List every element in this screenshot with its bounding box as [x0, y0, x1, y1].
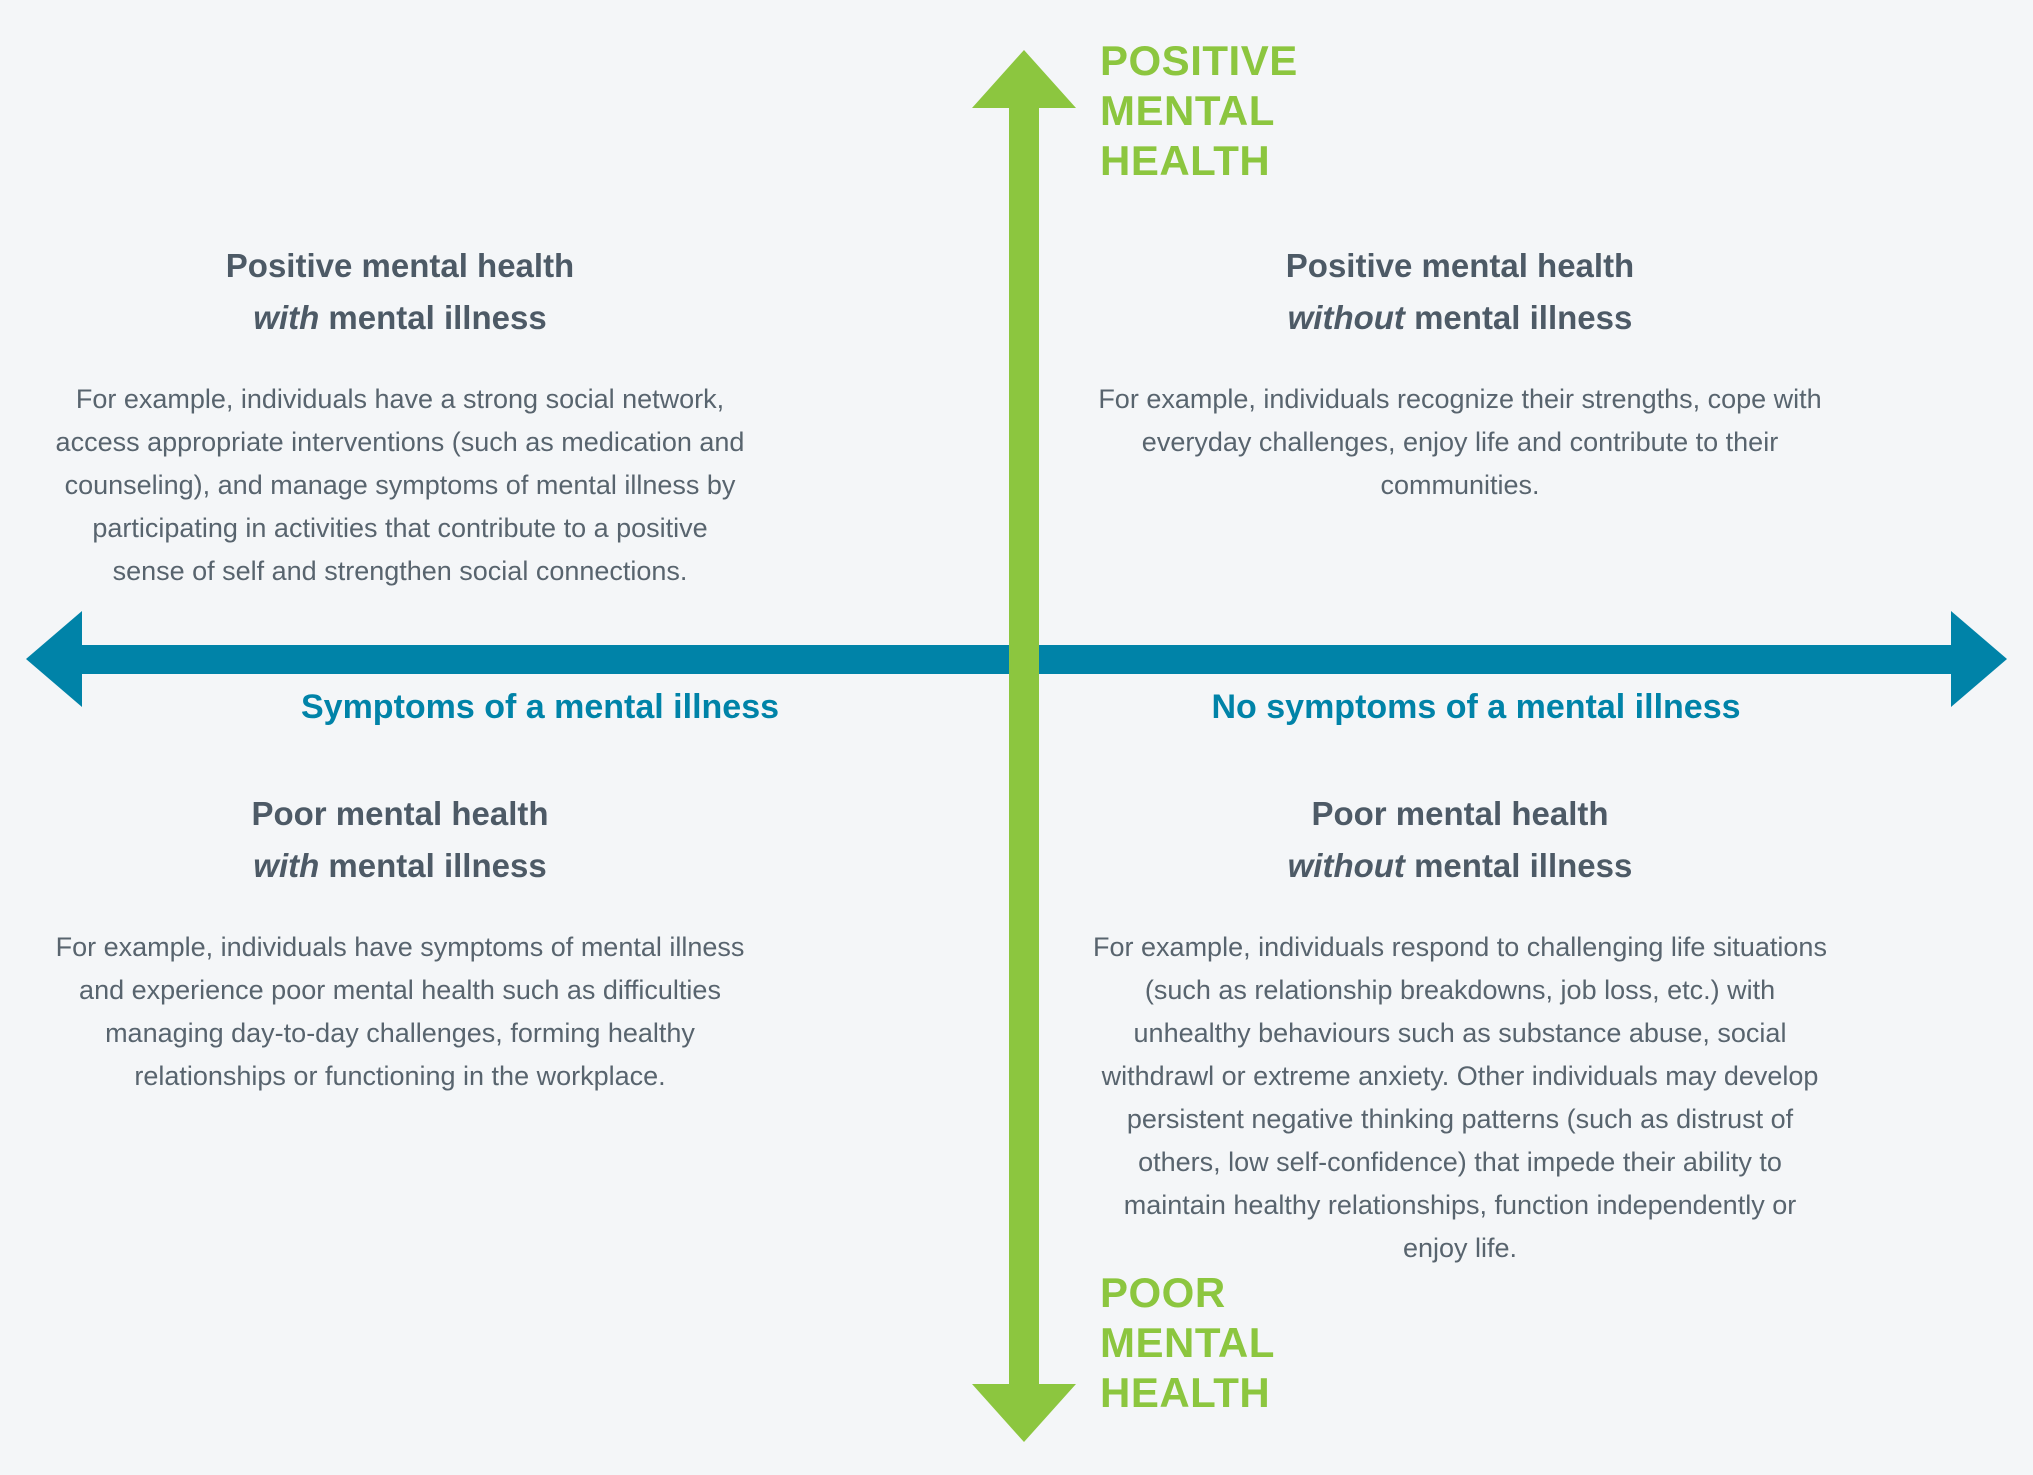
quadrant-title-line2-rest: mental illness — [319, 847, 547, 884]
vertical-axis-line — [1009, 96, 1039, 1388]
quadrant-title-line1: Poor mental health — [1311, 795, 1609, 832]
quadrant-title-emphasis: without — [1287, 847, 1405, 884]
poor-label-line3: HEALTH — [1100, 1369, 1271, 1416]
quadrant-top-right: Positive mental health without mental il… — [1090, 240, 1830, 507]
quadrant-title-line1: Poor mental health — [251, 795, 549, 832]
horizontal-axis-line — [50, 645, 1955, 674]
positive-label-line3: HEALTH — [1100, 137, 1271, 184]
quadrant-bottom-left-description: For example, individuals have symptoms o… — [55, 932, 745, 1091]
quadrant-top-left: Positive mental health with mental illne… — [55, 240, 745, 593]
axis-label-no-symptoms: No symptoms of a mental illness — [1211, 688, 1741, 726]
quadrant-bottom-left-title: Poor mental health with mental illness — [55, 788, 745, 892]
quadrant-title-emphasis: with — [253, 299, 320, 336]
arrowhead-up-icon — [972, 50, 1076, 108]
positive-mental-health-label: POSITIVE MENTAL HEALTH — [1100, 36, 1298, 186]
axis-label-symptoms: Symptoms of a mental illness — [300, 688, 780, 726]
quadrant-title-emphasis: with — [253, 847, 320, 884]
positive-label-line2: MENTAL — [1100, 87, 1275, 134]
quadrant-title-line1: Positive mental health — [1285, 247, 1635, 284]
quadrant-title-emphasis: without — [1287, 299, 1405, 336]
quadrant-top-left-description: For example, individuals have a strong s… — [55, 384, 745, 586]
quadrant-bottom-left: Poor mental health with mental illness F… — [55, 788, 745, 1098]
poor-mental-health-label: POOR MENTAL HEALTH — [1100, 1268, 1275, 1418]
poor-label-line1: POOR — [1100, 1269, 1226, 1316]
positive-label-line1: POSITIVE — [1100, 37, 1298, 84]
arrowhead-right-icon — [1951, 611, 2007, 707]
quadrant-title-line2-rest: mental illness — [1404, 299, 1633, 336]
quadrant-top-left-title: Positive mental health with mental illne… — [55, 240, 745, 344]
quadrant-bottom-right-description: For example, individuals respond to chal… — [1093, 932, 1827, 1263]
poor-label-line2: MENTAL — [1100, 1319, 1275, 1366]
arrowhead-down-icon — [972, 1384, 1076, 1442]
quadrant-bottom-right: Poor mental health without mental illnes… — [1090, 788, 1830, 1270]
quadrant-title-line2-rest: mental illness — [319, 299, 547, 336]
quadrant-top-right-description: For example, individuals recognize their… — [1098, 384, 1822, 500]
arrowhead-left-icon — [26, 611, 82, 707]
quadrant-bottom-right-title: Poor mental health without mental illnes… — [1090, 788, 1830, 892]
quadrant-top-right-title: Positive mental health without mental il… — [1090, 240, 1830, 344]
quadrant-title-line2-rest: mental illness — [1404, 847, 1633, 884]
quadrant-title-line1: Positive mental health — [225, 247, 575, 284]
